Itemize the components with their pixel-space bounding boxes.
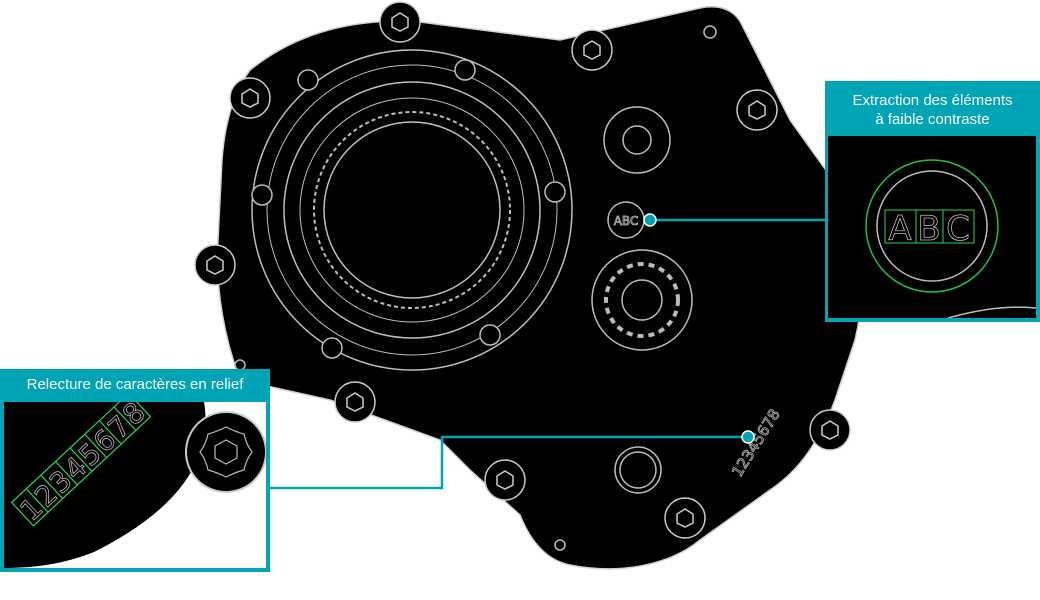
callout-title-line2: à faible contraste (875, 111, 990, 128)
callout-relief: Relecture de caractères en relief 1 2 3 … (0, 369, 270, 572)
part-body (216, 6, 862, 570)
callout-low-contrast: Extraction des éléments à faible contras… (825, 81, 1040, 322)
leader-dot-abc (643, 213, 657, 227)
main-bearing (251, 49, 573, 371)
leader-dot-serial (741, 430, 755, 444)
zoom-view-abc: A B C (828, 136, 1036, 318)
small-bores (234, 25, 717, 551)
letter-a: A (888, 209, 911, 249)
bolts (194, 1, 851, 539)
letter-b: B (917, 209, 940, 249)
callout-title-line1: Extraction des éléments (852, 92, 1013, 109)
leader-lines (268, 218, 828, 490)
part-marking-text: ABC (614, 214, 639, 228)
callout-relief-title: Relecture de caractères en relief (26, 376, 244, 393)
zoom-view-serial: 1 2 3 4 5 6 7 8 (4, 402, 266, 568)
letter-c: C (946, 209, 970, 249)
flange-holes (251, 59, 566, 359)
